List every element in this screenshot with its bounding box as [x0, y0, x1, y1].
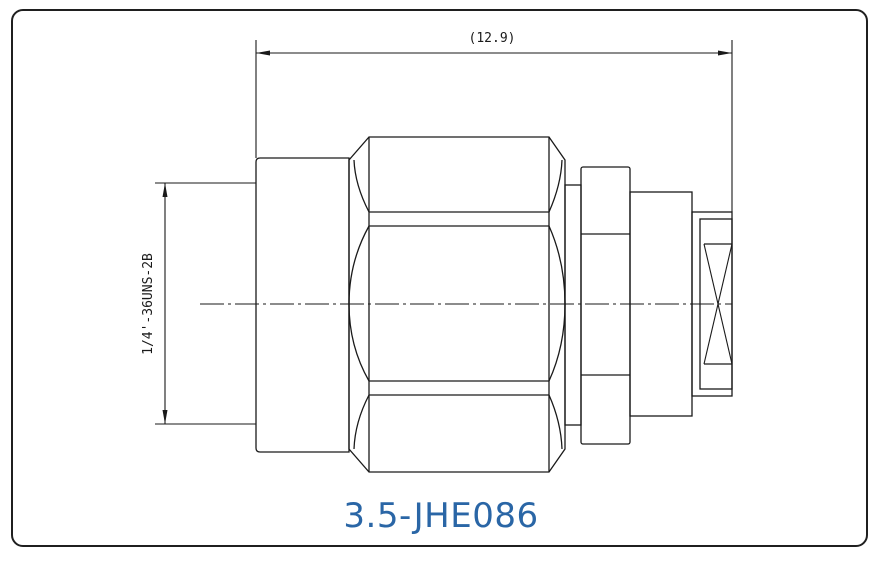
collar — [564, 184, 582, 426]
hex-lock-nut — [580, 166, 631, 445]
thread-spec-text: 1/4'-36UNS-2B — [141, 253, 156, 355]
threaded-body — [255, 157, 350, 453]
length-dimension-text: (12.9) — [469, 31, 516, 46]
drawing-card — [11, 9, 868, 547]
thread-dimension: 1/4'-36UNS-2B — [141, 182, 256, 425]
length-dimension: (12.9) — [255, 31, 733, 212]
part-number: 3.5-JHE086 — [343, 496, 539, 536]
